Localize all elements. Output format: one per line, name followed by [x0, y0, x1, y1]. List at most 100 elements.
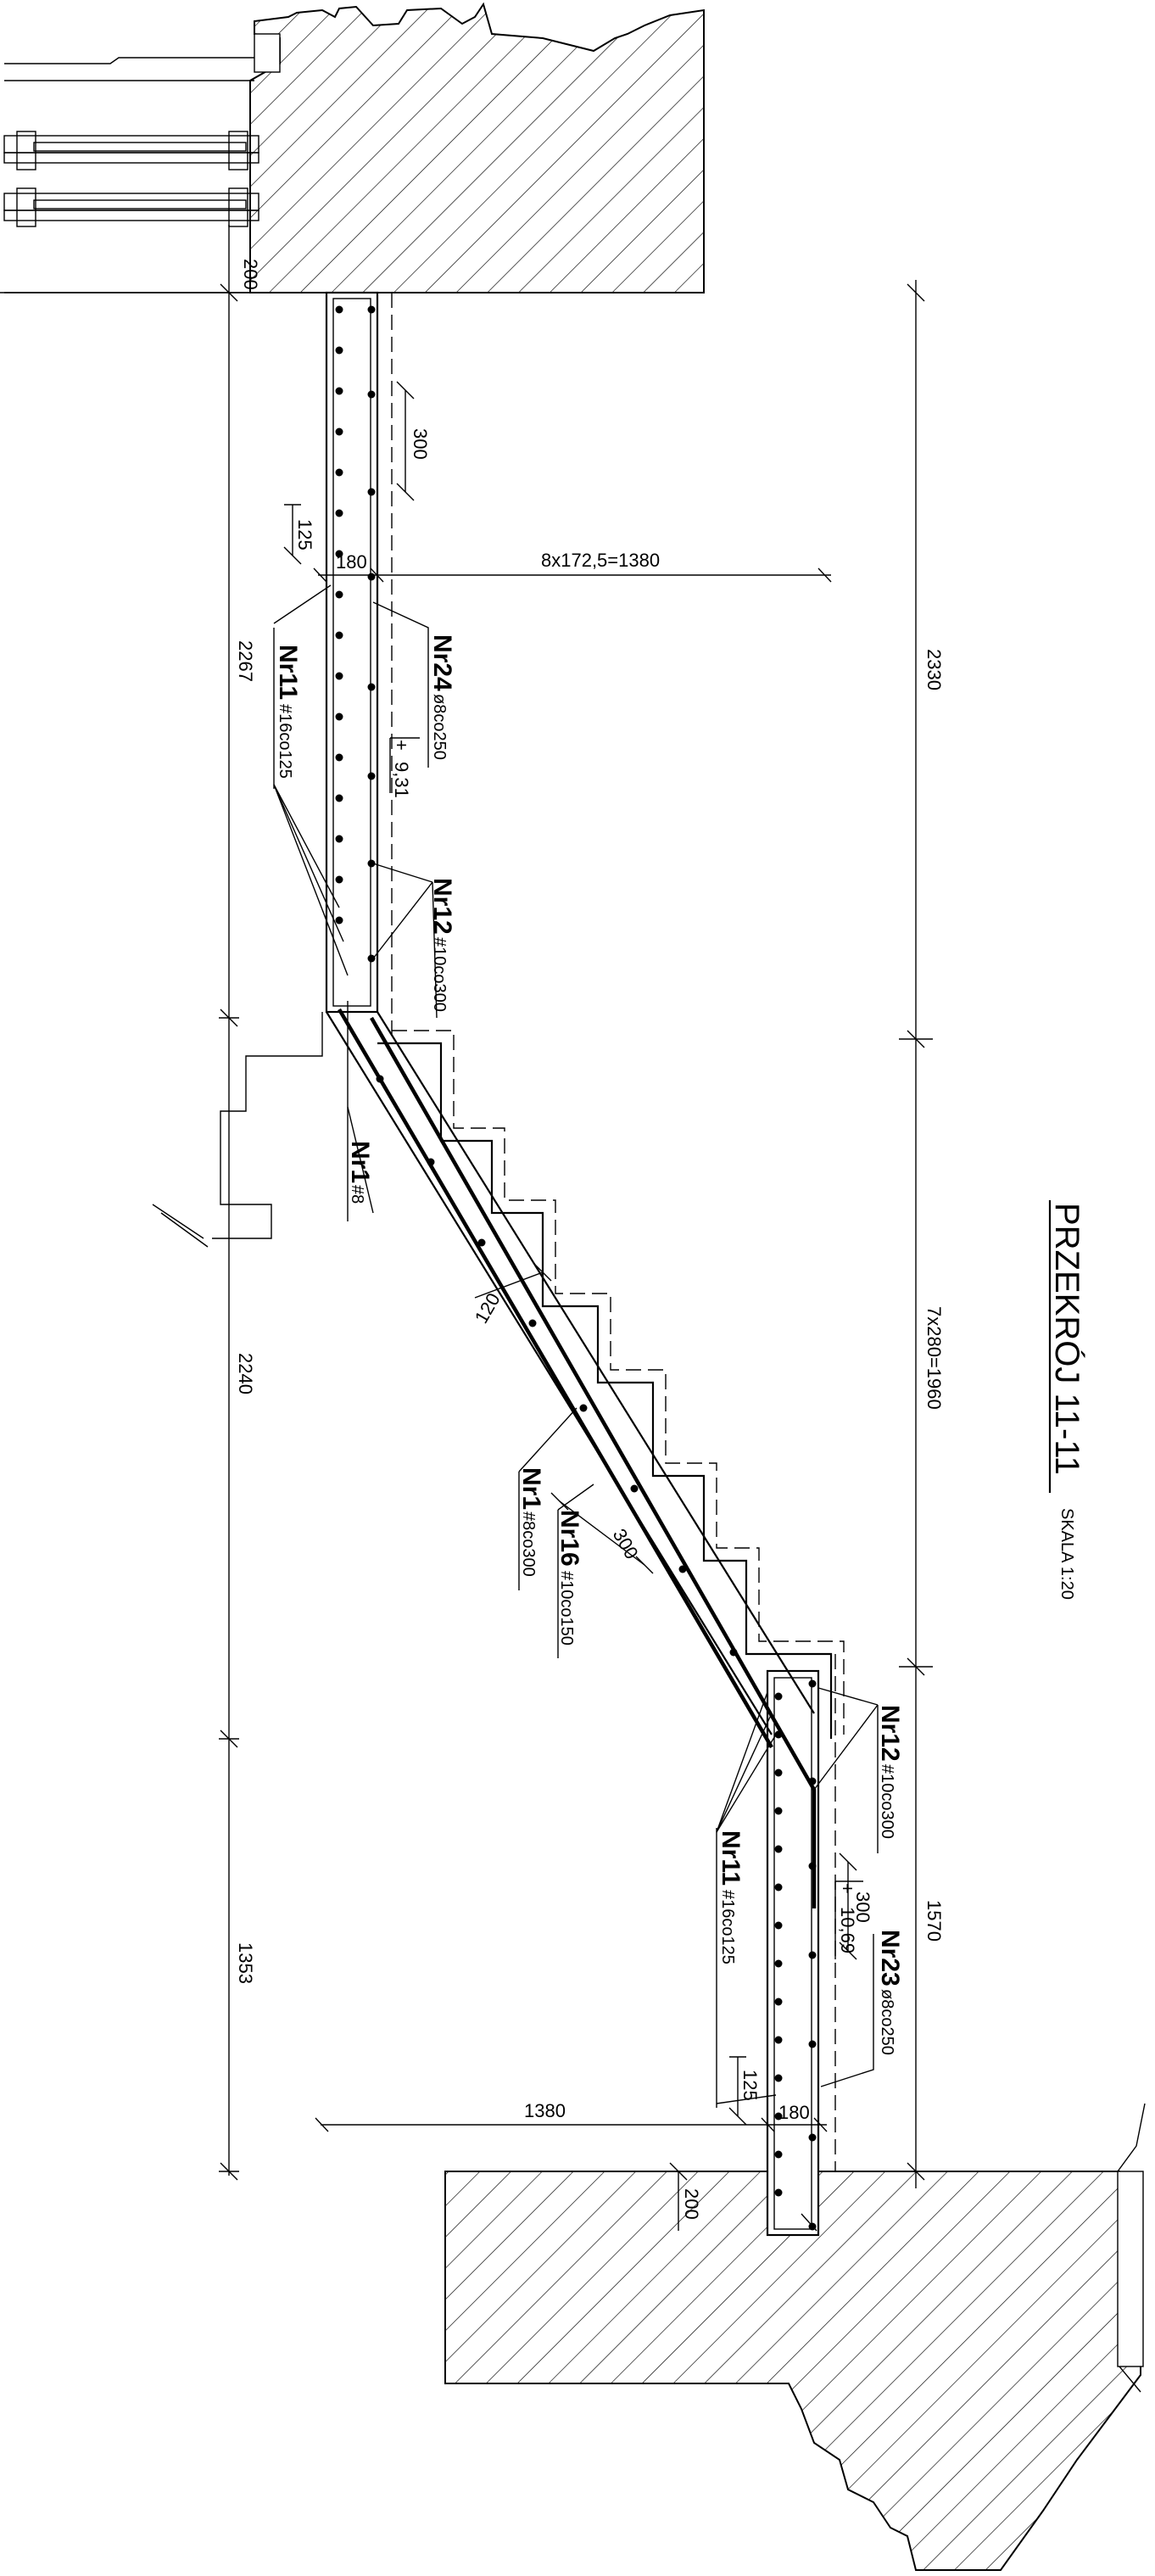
rebar-label-nr1-upper: Nr1 #8: [346, 1141, 374, 1204]
rebar-dot: [774, 1807, 783, 1815]
rebar-label-nr12-upper: Nr12 #10co300: [428, 878, 456, 1012]
rebar-dot: [335, 835, 343, 843]
rebar-dot: [808, 1862, 817, 1870]
rebar-dot: [808, 1951, 817, 1959]
rebar-dot: [808, 2222, 817, 2231]
rebar-dot: [808, 1777, 817, 1785]
rebar-dot: [367, 305, 376, 314]
rebar-dot: [335, 712, 343, 721]
rebar-spec: #10co300: [430, 937, 449, 1012]
rebar-dot: [579, 1404, 588, 1412]
rebar-dot: [367, 573, 376, 581]
dim-right-mid: 7x280=1960: [923, 1306, 945, 1410]
dim-lower-edge-125: 125: [739, 2070, 761, 2101]
rebar-dot: [427, 1158, 435, 1166]
rebar-dot: [335, 753, 343, 762]
rebar-label-nr12-lower: Nr12 #10co300: [876, 1705, 904, 1839]
rebar-dot: [376, 1075, 384, 1083]
rebar-dot: [335, 509, 343, 517]
rebar-dot: [528, 1319, 537, 1327]
rebar-spec: #16co125: [276, 704, 294, 779]
rebar-dot: [774, 2074, 783, 2082]
level-lower-value: 10,69: [837, 1907, 858, 1953]
rebar-spec: #16co125: [718, 1890, 737, 1964]
rebar-dot: [335, 672, 343, 680]
dim-left-top: 200: [240, 259, 261, 290]
rebar-spec: ø8co250: [878, 1989, 896, 2055]
rebar-dot: [774, 1921, 783, 1930]
level-upper-value: 9,31: [391, 762, 412, 798]
upper-wall-existing: [4, 2, 705, 293]
rebar-dot: [774, 2036, 783, 2044]
dim-left-mid: 2240: [235, 1353, 256, 1394]
upper-slab-bars: [335, 305, 376, 963]
dim-slab-bar-spacing: 300: [609, 1525, 643, 1562]
rebar-dot: [335, 631, 343, 640]
rebar-dot: [477, 1238, 486, 1247]
dim-upper-width-180: 180: [336, 551, 367, 573]
rebar-label-nr1-lower: Nr1 #8co300: [517, 1467, 545, 1577]
rebar-label-nr11-lower: Nr11 #16co125: [717, 1830, 745, 1964]
rebar-dot: [335, 468, 343, 477]
rebar-leaders: [273, 584, 879, 2108]
rebar-spec: #8: [348, 1185, 366, 1204]
rebar-dot: [335, 346, 343, 355]
rebar-id: Nr1: [346, 1141, 374, 1183]
rebar-spec: #8co300: [519, 1512, 538, 1577]
rebar-dot: [367, 772, 376, 780]
rebar-dot: [774, 1769, 783, 1777]
level-lower-sign: +: [837, 1883, 858, 1894]
rebar-id: Nr12: [876, 1705, 904, 1762]
rebar-dot: [335, 305, 343, 314]
rebar-dot: [678, 1565, 687, 1573]
upper-slab-dimensions: 300 125 180 8x172,5=1380: [283, 381, 832, 583]
rebar-dot: [808, 2040, 817, 2048]
rebar-label-nr16: Nr16 #10co150: [555, 1510, 583, 1646]
lower-slab-dimensions: 300 125 180 1380 200: [315, 1852, 873, 2231]
dim-lower-width-180: 180: [778, 2102, 810, 2123]
dim-upper-edge-125: 125: [294, 519, 315, 550]
rebar-dot: [367, 390, 376, 399]
rebar-dot: [335, 550, 343, 558]
rebar-spec: #10co150: [557, 1571, 576, 1646]
lower-landing-slab: [766, 1654, 836, 2237]
rebar-dot: [335, 875, 343, 884]
rebar-dot: [335, 427, 343, 436]
rebar-dot: [774, 1692, 783, 1701]
drawing-title: PRZEKRÓJ 11-11 SKALA 1:20: [1048, 1200, 1086, 1600]
dim-lower-bar-spacing: 300: [852, 1891, 873, 1923]
rebar-dot: [335, 387, 343, 395]
rebar-label-nr24-upper: Nr24 ø8co250: [428, 634, 456, 760]
stair-flight: [152, 1008, 845, 1908]
rebar-dot: [774, 2150, 783, 2159]
rebar-dot: [367, 954, 376, 963]
rebar-dot: [774, 2112, 783, 2121]
dim-left-upper: 2267: [235, 640, 256, 682]
rebar-dot: [367, 488, 376, 496]
rebar-dot: [729, 1648, 738, 1657]
rebar-label-nr23: Nr23 ø8co250: [876, 1930, 904, 2055]
scale-label: SKALA 1:20: [1057, 1508, 1076, 1600]
level-mark-upper: + 9,31: [389, 737, 420, 798]
lower-slab-bars: [774, 1679, 817, 2231]
dim-upper-bar-spacing: 300: [410, 428, 431, 460]
rebar-id: Nr23: [876, 1930, 904, 1986]
rebar-dot: [335, 794, 343, 802]
right-dimension-chain: 2330 7x280=1960 1570: [899, 280, 945, 2188]
rebar-id: Nr11: [274, 645, 302, 700]
rebar-dot: [774, 1883, 783, 1891]
level-mark-lower: + 10,69: [834, 1880, 863, 1959]
rebar-id: Nr11: [717, 1830, 745, 1886]
section-title: PRZEKRÓJ 11-11: [1048, 1203, 1086, 1475]
left-dimension-chain: 200 2267 2240 1353: [0, 225, 326, 2181]
rebar-dot: [808, 2133, 817, 2142]
rebar-dot: [774, 1998, 783, 2006]
dim-right-upper: 2330: [923, 649, 945, 690]
rebar-id: Nr24: [428, 634, 456, 691]
lower-wall-existing: [444, 2103, 1146, 2571]
rebar-dot: [335, 590, 343, 599]
dim-left-lower: 1353: [235, 1942, 256, 1984]
rebar-id: Nr12: [428, 878, 456, 935]
flight-bars: [376, 1075, 738, 1657]
